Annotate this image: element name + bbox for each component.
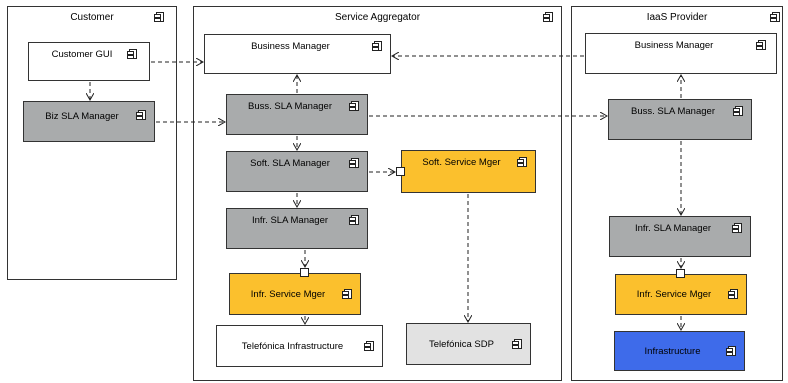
agg-business-manager-label: Business Manager xyxy=(251,41,330,52)
component-icon xyxy=(364,341,374,351)
soft-sla-manager-label: Soft. SLA Manager xyxy=(250,158,330,169)
prov-buss-sla-manager-component[interactable]: Buss. SLA Manager xyxy=(608,99,752,140)
component-icon xyxy=(349,101,359,111)
telefonica-infrastructure-label: Telefónica Infrastructure xyxy=(241,340,344,352)
buss-sla-manager-label: Buss. SLA Manager xyxy=(248,101,332,112)
customer-title: Customer xyxy=(70,12,114,23)
component-icon xyxy=(342,289,352,299)
component-icon xyxy=(136,110,146,120)
component-icon xyxy=(512,339,522,349)
soft-service-mger-component[interactable]: Soft. Service Mger xyxy=(401,150,536,193)
telefonica-infrastructure-component[interactable]: Telefónica Infrastructure xyxy=(216,325,383,367)
prov-infr-sla-manager-component[interactable]: Infr. SLA Manager xyxy=(609,216,751,257)
agg-infr-service-port xyxy=(300,268,309,277)
biz-sla-manager-component[interactable]: Biz SLA Manager xyxy=(23,101,155,142)
infrastructure-component[interactable]: Infrastructure xyxy=(614,331,745,371)
telefonica-sdp-component[interactable]: Telefónica SDP xyxy=(406,323,531,365)
component-icon xyxy=(770,12,780,22)
component-icon xyxy=(349,215,359,225)
soft-service-port xyxy=(396,167,405,176)
agg-infr-service-mger-component[interactable]: Infr. Service Mger xyxy=(229,273,361,315)
customer-gui-label: Customer GUI xyxy=(51,49,113,60)
agg-infr-sla-manager-component[interactable]: Infr. SLA Manager xyxy=(226,208,368,249)
agg-business-manager-component[interactable]: Business Manager xyxy=(204,34,391,74)
agg-infr-sla-manager-label: Infr. SLA Manager xyxy=(251,215,329,226)
prov-buss-sla-manager-label: Buss. SLA Manager xyxy=(631,106,715,117)
component-icon xyxy=(154,12,164,22)
provider-title: IaaS Provider xyxy=(646,12,708,23)
component-icon xyxy=(726,346,736,356)
biz-sla-manager-label: Biz SLA Manager xyxy=(45,111,119,122)
component-icon xyxy=(756,40,766,50)
buss-sla-manager-component[interactable]: Buss. SLA Manager xyxy=(226,94,368,135)
prov-infr-service-mger-label: Infr. Service Mger xyxy=(636,289,712,300)
infrastructure-label: Infrastructure xyxy=(644,345,701,357)
prov-infr-service-mger-component[interactable]: Infr. Service Mger xyxy=(615,274,747,315)
soft-sla-manager-component[interactable]: Soft. SLA Manager xyxy=(226,151,368,192)
prov-infr-sla-manager-label: Infr. SLA Manager xyxy=(634,223,712,234)
aggregator-title: Service Aggregator xyxy=(334,12,421,23)
soft-service-mger-label: Soft. Service Mger xyxy=(422,157,501,168)
prov-business-manager-label: Business Manager xyxy=(634,40,714,51)
component-icon xyxy=(728,289,738,299)
prov-business-manager-component[interactable]: Business Manager xyxy=(585,33,777,74)
component-icon xyxy=(543,12,553,22)
agg-infr-service-mger-label: Infr. Service Mger xyxy=(250,288,326,300)
component-icon xyxy=(733,106,743,116)
component-icon xyxy=(127,49,137,59)
component-icon xyxy=(732,223,742,233)
component-icon xyxy=(517,157,527,167)
telefonica-sdp-label: Telefónica SDP xyxy=(429,338,494,350)
prov-infr-service-port xyxy=(676,269,685,278)
component-icon xyxy=(372,41,382,51)
component-icon xyxy=(349,158,359,168)
customer-gui-component[interactable]: Customer GUI xyxy=(28,42,150,81)
